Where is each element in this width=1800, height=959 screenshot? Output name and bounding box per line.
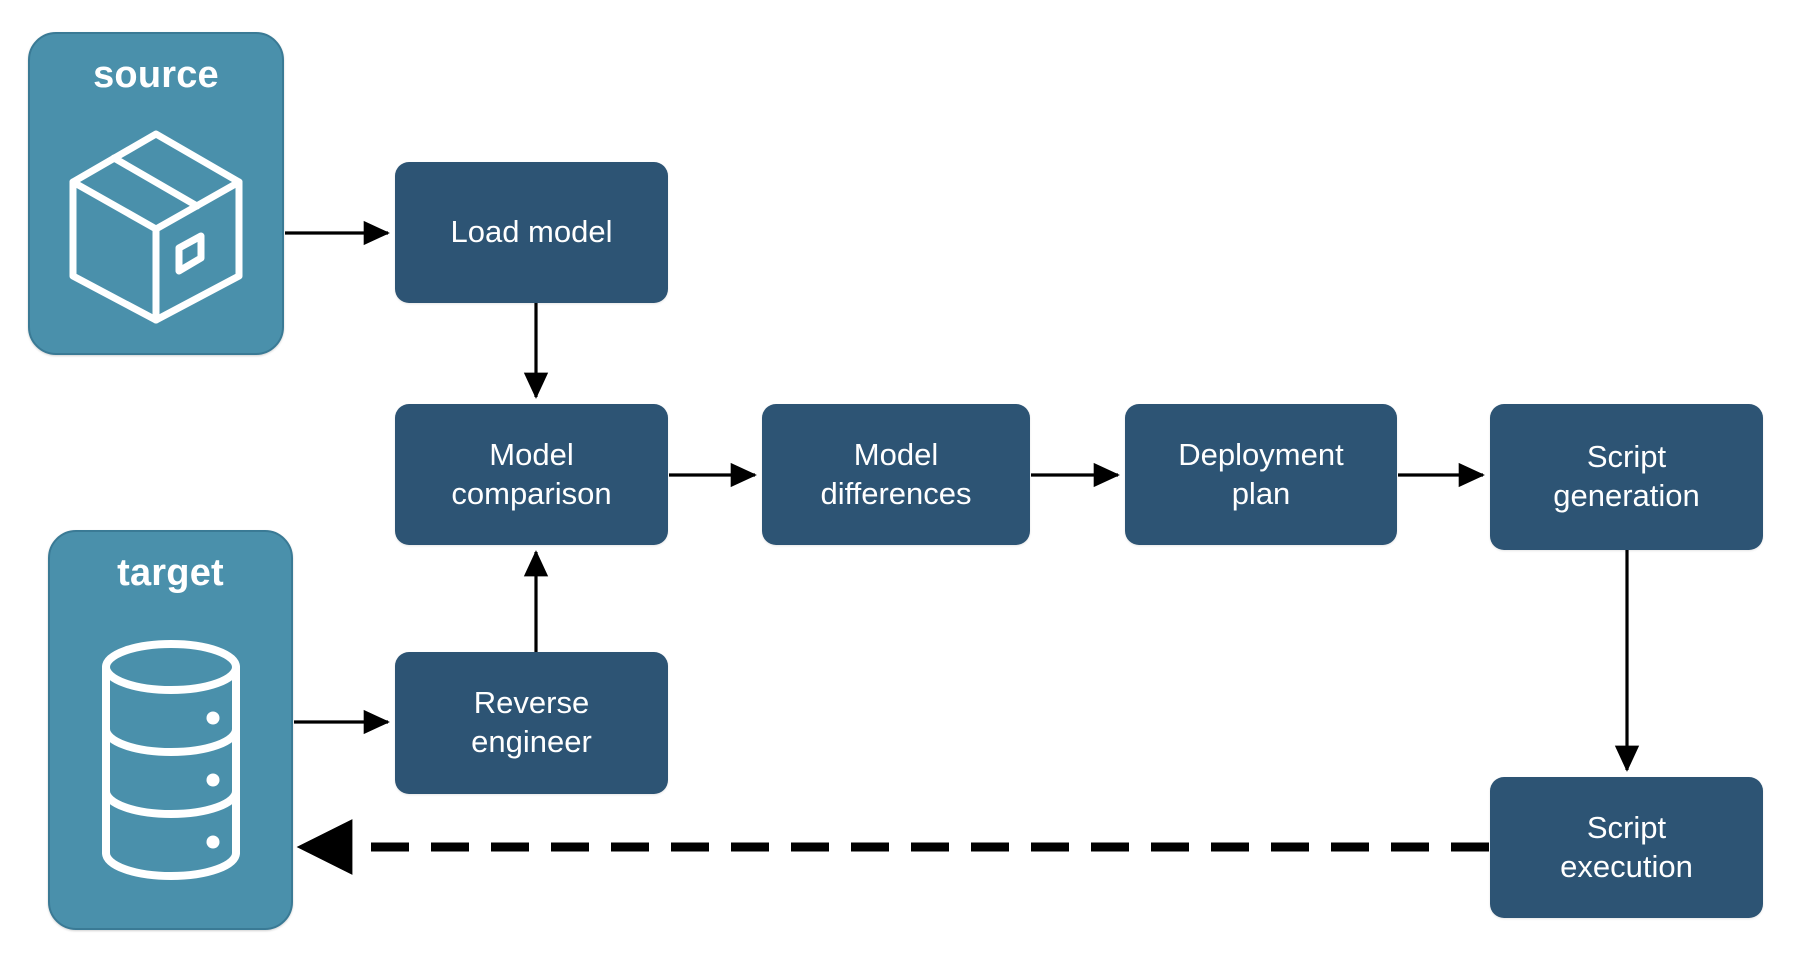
node-model-comparison[interactable]: Model comparison bbox=[395, 404, 668, 545]
node-reverse-engineer[interactable]: Reverse engineer bbox=[395, 652, 668, 794]
node-script-execution-label: Script execution bbox=[1560, 809, 1693, 884]
node-reverse-engineer-label: Reverse engineer bbox=[471, 685, 592, 759]
endpoint-target-label: target bbox=[117, 552, 224, 594]
node-load-model-label: Load model bbox=[450, 214, 613, 250]
node-deployment-plan-label: Deployment plan bbox=[1178, 436, 1344, 511]
node-script-generation[interactable]: Script generation bbox=[1490, 404, 1763, 550]
package-box-icon bbox=[30, 94, 282, 353]
node-model-differences-label: Model differences bbox=[820, 436, 972, 511]
node-script-execution[interactable]: Script execution bbox=[1490, 777, 1763, 918]
node-model-comparison-label: Model comparison bbox=[451, 436, 612, 511]
endpoint-source-label: source bbox=[93, 54, 219, 96]
database-cylinder-icon bbox=[50, 592, 291, 928]
endpoint-target[interactable]: target bbox=[48, 530, 293, 930]
node-deployment-plan[interactable]: Deployment plan bbox=[1125, 404, 1397, 545]
node-script-generation-label: Script generation bbox=[1553, 439, 1700, 513]
endpoint-source[interactable]: source bbox=[28, 32, 284, 355]
node-load-model[interactable]: Load model bbox=[395, 162, 668, 303]
node-model-differences[interactable]: Model differences bbox=[762, 404, 1030, 545]
